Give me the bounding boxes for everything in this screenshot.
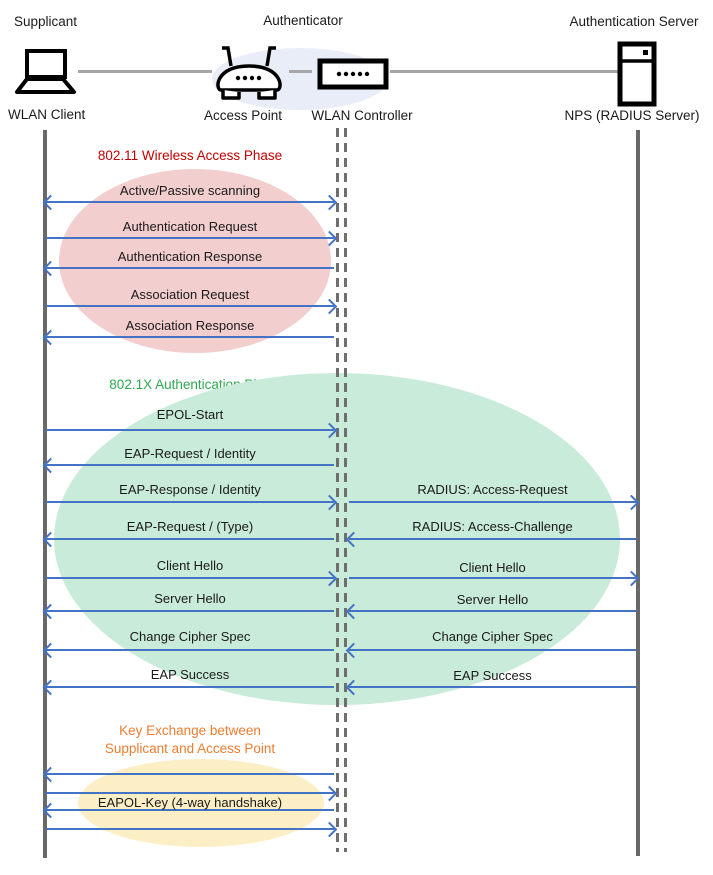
- connector-line-right: [390, 70, 618, 73]
- message-arrow: [46, 422, 338, 438]
- message-label: Change Cipher Spec: [432, 629, 553, 644]
- message-arrow: [42, 260, 334, 276]
- message-label: Server Hello: [154, 591, 226, 606]
- message-label: RADIUS: Access-Request: [417, 482, 568, 497]
- authenticator-lifeline-right: [344, 128, 347, 852]
- connector-line-left: [78, 70, 212, 73]
- message-arrow: [42, 679, 334, 695]
- message-arrow: [345, 679, 636, 695]
- message-arrow: [42, 194, 338, 210]
- message-arrow: [42, 531, 334, 547]
- message-label: EAPOL-Key (4-way handshake): [97, 795, 283, 810]
- phase1-title: 802.11 Wireless Access Phase: [97, 148, 283, 163]
- message-arrow: [345, 642, 636, 658]
- message-label: Association Response: [125, 318, 255, 333]
- connector-line-middle: [289, 70, 312, 73]
- message-arrow: [46, 570, 338, 586]
- nps-server-label: NPS (RADIUS Server): [564, 108, 700, 123]
- message-arrow: [42, 457, 334, 473]
- message-label: Authentication Request: [122, 219, 258, 234]
- message-arrow: [46, 230, 338, 246]
- wlan-controller-label: WLAN Controller: [311, 108, 413, 123]
- access-point-label: Access Point: [203, 108, 283, 123]
- message-arrow: [46, 785, 338, 801]
- arrowhead-right-icon: [321, 821, 338, 837]
- message-label: Server Hello: [456, 592, 529, 607]
- message-label: Active/Passive scanning: [119, 183, 261, 198]
- access-point-icon: [211, 42, 287, 111]
- laptop-icon: [12, 48, 78, 103]
- message-arrow: [42, 766, 334, 782]
- message-arrow: [42, 603, 334, 619]
- wlan-client-label: WLAN Client: [8, 107, 86, 122]
- message-arrow: [349, 570, 640, 586]
- message-arrow: [349, 494, 640, 510]
- supplicant-lifeline: [43, 130, 47, 858]
- phase3-title: Key Exchange between Supplicant and Acce…: [46, 722, 334, 758]
- message-label: EAP-Request / Identity: [124, 446, 256, 461]
- message-arrow: [42, 642, 334, 658]
- phase3-title-line1: Key Exchange between: [119, 723, 261, 738]
- message-label: RADIUS: Access-Challenge: [412, 519, 573, 534]
- message-label: Client Hello: [156, 558, 224, 573]
- server-icon: [617, 41, 657, 112]
- supplicant-role-label: Supplicant: [14, 14, 78, 29]
- message-label: EAP Success: [453, 668, 532, 683]
- message-label: EAP Success: [150, 667, 230, 682]
- message-arrow: [345, 531, 636, 547]
- authenticator-lifeline-left: [336, 128, 339, 852]
- message-arrow: [345, 603, 636, 619]
- server-lifeline: [636, 130, 640, 856]
- message-label: EAP-Response / Identity: [119, 482, 261, 497]
- phase1-ellipse: [59, 169, 331, 353]
- phase3-title-line2: Supplicant and Access Point: [104, 741, 276, 756]
- auth-server-role-label: Authentication Server: [569, 14, 699, 29]
- message-label: Change Cipher Spec: [129, 629, 251, 644]
- message-label: Association Request: [130, 287, 250, 302]
- message-arrow: [46, 821, 338, 837]
- message-arrow: [46, 494, 338, 510]
- message-label: Authentication Response: [117, 249, 263, 264]
- message-label: EPOL-Start: [156, 407, 224, 422]
- authenticator-role-label: Authenticator: [263, 13, 343, 28]
- wlan-controller-icon: [317, 58, 389, 95]
- message-label: EAP-Request / (Type): [126, 519, 254, 534]
- message-label: Client Hello: [459, 560, 526, 575]
- message-arrow: [42, 329, 334, 345]
- message-arrow: [46, 298, 338, 314]
- message-arrow: [42, 802, 334, 818]
